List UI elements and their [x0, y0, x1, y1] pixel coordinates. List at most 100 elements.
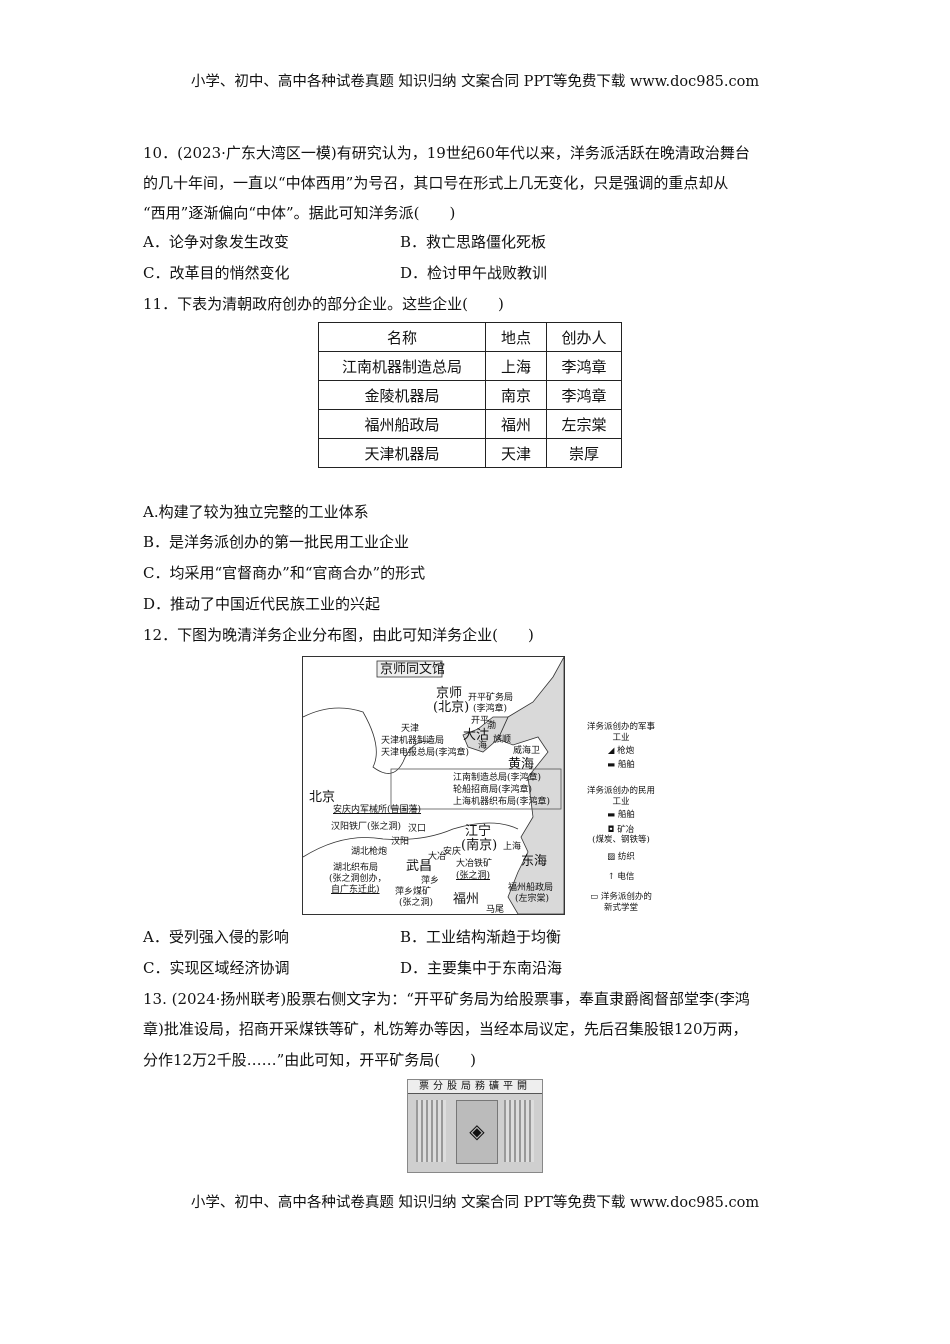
q11-option-c: C．均采用“官督商办”和“官商合办”的形式	[143, 564, 426, 582]
q13-stem-line: 分作12万2千股……”由此可知，开平矿务局( )	[143, 1051, 477, 1069]
map-label: 大冶	[428, 852, 447, 862]
map-label: 京师同文馆	[380, 662, 446, 677]
q10-stem-line: 的几十年间，一直以“中体西用”为号召，其口号在形式上几无变化，只是强调的重点却从	[143, 174, 729, 192]
map-label: (李鸿章)	[473, 704, 508, 714]
legend-label: 船舶	[617, 810, 635, 820]
table-header-row: 名称 地点 创办人	[318, 322, 622, 352]
q10-option-d: D．检讨甲午战败教训	[400, 264, 548, 282]
q10-stem-line: 10．(2023·广东大湾区一模)有研究认为，19世纪60年代以来，洋务派活跃在…	[143, 144, 750, 162]
q11-stem: 11．下表为清朝政府创办的部分企业。这些企业( )	[143, 295, 504, 313]
sea-area	[497, 657, 564, 914]
map-label: 天津机器制造局	[381, 736, 445, 746]
table-cell: 崇厚	[546, 438, 622, 468]
map-label: 汉口	[408, 824, 427, 834]
map-label: 江宁	[465, 824, 492, 839]
map-label: 天津电报总局(李鸿章)	[381, 748, 470, 758]
bohai-sea	[462, 716, 509, 753]
legend-item: 洋务派创办的民用工业	[586, 786, 655, 807]
map-label: 江南制造总局(李鸿章)	[453, 773, 542, 783]
table-row: 江南机器制造总局上海李鸿章	[318, 351, 622, 381]
map-label: 轮船招商局(李鸿章)	[453, 785, 533, 795]
warship-icon: ▬	[607, 760, 618, 770]
ship-icon: ▬	[607, 810, 618, 820]
table-cell: 天津	[485, 438, 547, 468]
map-label: 湖北枪炮	[351, 847, 388, 857]
border-line	[303, 707, 434, 774]
q10-stem-line: “西用”逐渐偏向“中体”。据此可知洋务派( )	[143, 204, 456, 222]
table-cell: 左宗棠	[546, 409, 622, 439]
map-label: 天津	[401, 724, 420, 734]
q10-option-b: B．救亡思路僵化死板	[400, 233, 547, 251]
legend-label: 船舶	[617, 760, 635, 770]
map-label: (张之洞)	[399, 898, 434, 908]
legend-item: ◘ 矿冶	[586, 825, 656, 836]
q12-option-a: A．受列强入侵的影响	[143, 928, 289, 946]
cannon-icon: ◢	[607, 746, 618, 756]
map-label: 马尾	[486, 905, 505, 915]
map-label: 上海机器织布局(李鸿章)	[453, 797, 551, 807]
legend-label: 电信	[617, 872, 635, 882]
table-cell: 天津机器局	[318, 438, 486, 468]
yangtze-river	[303, 822, 519, 858]
table-cell: 上海	[485, 351, 547, 381]
map-label: 汉阳铁厂(张之洞)	[331, 822, 402, 832]
table-cell: 金陵机器局	[318, 380, 486, 410]
legend-item: ▨ 纺织	[586, 852, 656, 863]
map-label: 汉阳	[391, 837, 410, 847]
enterprise-box	[390, 768, 562, 810]
legend-label: 纺织	[617, 852, 635, 862]
q11-option-d: D．推动了中国近代民族工业的兴起	[143, 595, 381, 613]
legend-item: ▬ 船舶	[586, 760, 656, 771]
legend-item: 洋务派创办的军事工业	[586, 722, 655, 743]
legend-item: (煤炭、钢铁等)	[592, 835, 650, 845]
q12-stem: 12．下图为晚清洋务企业分布图，由此可知洋务企业( )	[143, 626, 534, 644]
map-label: 萍乡煤矿	[395, 887, 432, 897]
legend-item: ▬ 船舶	[586, 810, 656, 821]
map-label: 北京	[309, 790, 336, 805]
table-header: 创办人	[546, 322, 622, 352]
certificate-title-lettering: 票分股局務礦平開	[408, 1080, 542, 1094]
certificate-seal: ◈	[456, 1100, 498, 1164]
legend-label: 洋务派创办的新式学堂	[600, 892, 652, 913]
q11-option-a: A.构建了较为独立完整的工业体系	[143, 503, 369, 521]
map-label: 自广东迁此)	[331, 885, 380, 895]
table-row: 天津机器局天津崇厚	[318, 438, 622, 468]
page-footer: 小学、初中、高中各种试卷真题 知识归纳 文案合同 PPT等免费下载 www.do…	[190, 1195, 760, 1211]
table-cell: 李鸿章	[546, 380, 622, 410]
map-label: 大冶铁矿	[456, 859, 493, 869]
map-label: 开平矿务局	[468, 693, 514, 703]
map-label: (南京)	[461, 838, 498, 853]
legend-item: ◢ 枪炮	[586, 746, 656, 757]
q11-option-b: B．是洋务派创办的第一批民用工业企业	[143, 533, 410, 551]
certificate-text-block	[504, 1100, 534, 1162]
map-label: (张之洞)	[456, 871, 491, 881]
table-cell: 李鸿章	[546, 351, 622, 381]
q10-option-a: A．论争对象发生改变	[143, 233, 289, 251]
telegraph-icon: ↑	[607, 872, 618, 882]
page-header: 小学、初中、高中各种试卷真题 知识归纳 文案合同 PPT等免费下载 www.do…	[190, 74, 760, 90]
q12-option-c: C．实现区域经济协调	[143, 959, 290, 977]
map-label: 渤	[487, 721, 497, 731]
mine-icon: ◘	[607, 825, 618, 835]
map-label: 安庆内军械所(曾国藩)	[333, 805, 422, 815]
table-cell: 福州	[485, 409, 547, 439]
map-label: 开平	[471, 716, 490, 726]
map-label: 海	[478, 741, 488, 751]
q10-option-c: C．改革目的悄然变化	[143, 264, 290, 282]
table-cell: 江南机器制造总局	[318, 351, 486, 381]
q13-stem-line: 章)批准设局，招商开采煤铁等矿，札饬筹办等因，当经本局议定，先后召集股银120万…	[143, 1020, 748, 1038]
certificate-text-block	[416, 1100, 446, 1162]
map-label: 武昌	[406, 859, 433, 874]
school-icon: ▭	[590, 892, 601, 902]
legend-label: 矿冶	[617, 825, 635, 835]
map-label: (左宗棠)	[515, 894, 550, 904]
map-label: 湖北织布局	[333, 863, 379, 873]
table-row: 福州船政局福州左宗棠	[318, 409, 622, 439]
map-background	[303, 657, 564, 914]
table-cell: 福州船政局	[318, 409, 486, 439]
table-row: 金陵机器局南京李鸿章	[318, 380, 622, 410]
map-label: 东海	[521, 854, 548, 869]
map-label: 大沽	[463, 728, 490, 743]
map-label: (北京)	[433, 700, 470, 715]
legend-item: ↑ 电信	[586, 872, 656, 883]
